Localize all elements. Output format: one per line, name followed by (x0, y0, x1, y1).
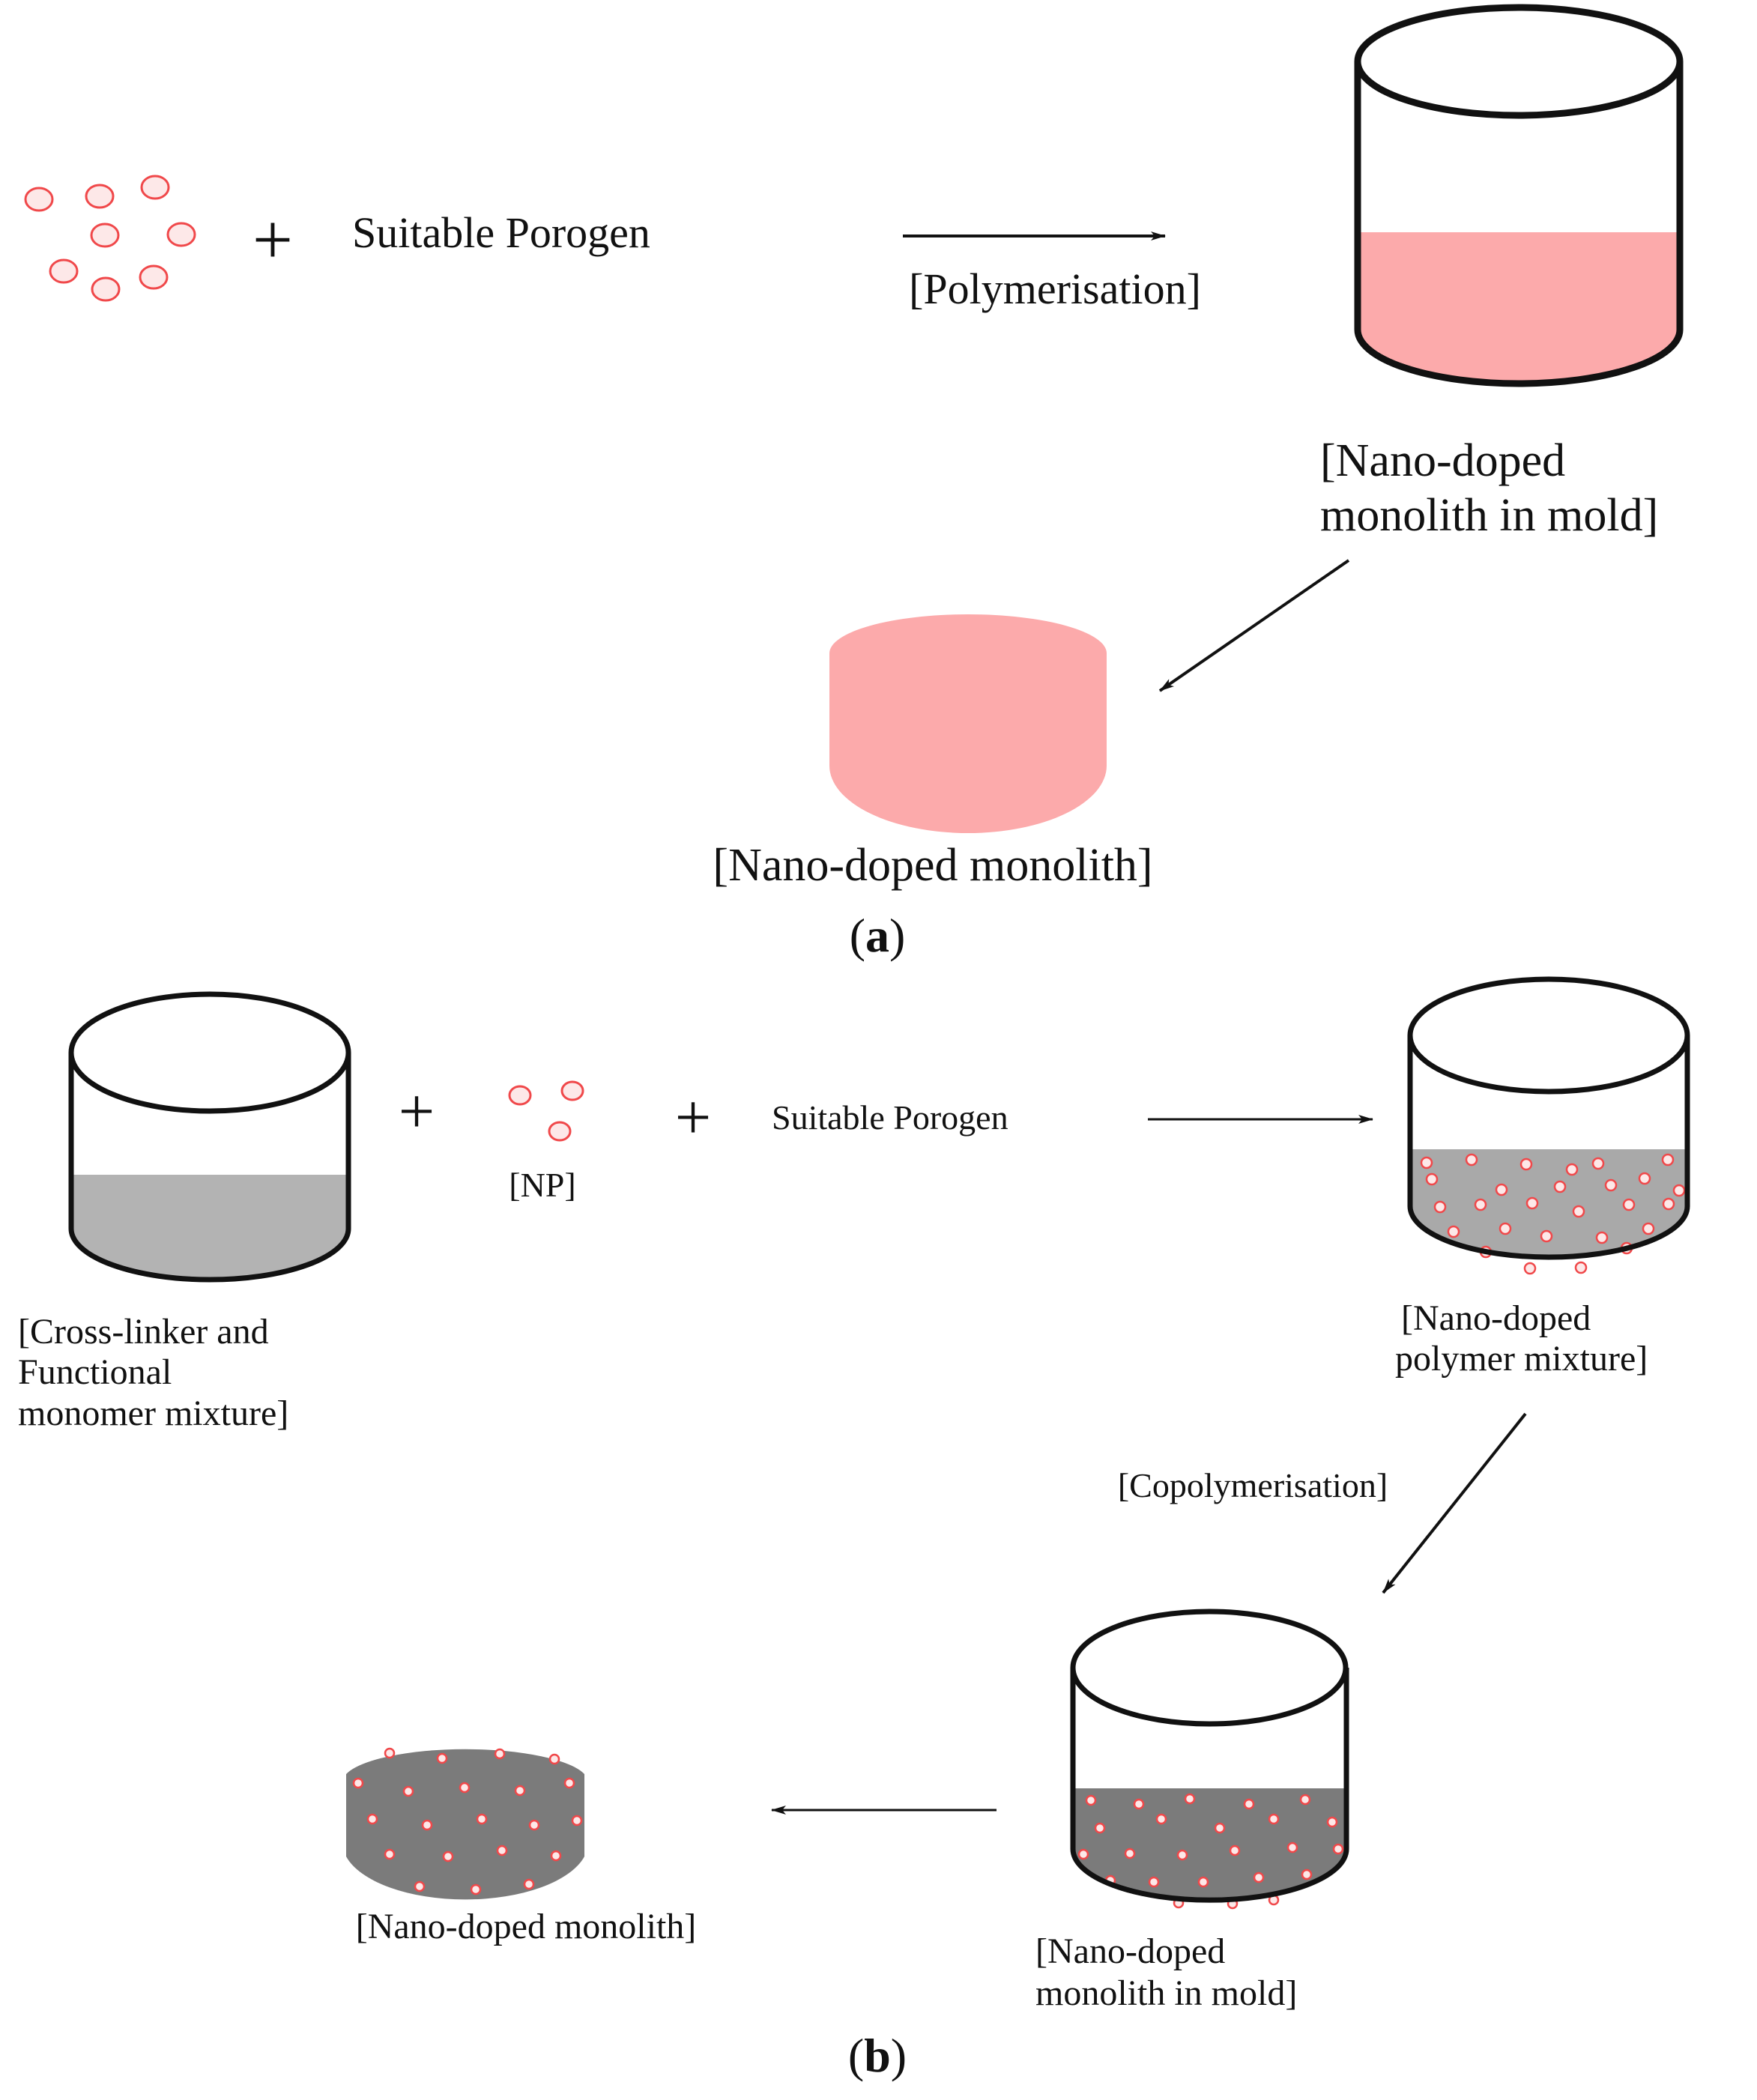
panel-label: (a) (850, 909, 906, 962)
product-label: [Nano-doped monolith] (356, 1907, 697, 1946)
nanoparticle-icon (140, 175, 170, 200)
nanoparticle-icon (85, 184, 115, 209)
plus-sign-icon: + (675, 1081, 712, 1153)
mixture-label-line2: Functional (18, 1352, 172, 1392)
mold-label-line2: monolith in mold] (1320, 490, 1658, 541)
polymer-label-line1: [Nano-doped (1401, 1298, 1591, 1338)
plus-sign-icon: + (252, 199, 293, 279)
mold-label-line1: [Nano-doped (1035, 1931, 1225, 1971)
nanoparticle-icon (49, 258, 79, 284)
mold-label-line2: monolith in mold] (1035, 1973, 1297, 2013)
mixture-label-line3: monomer mixture] (18, 1394, 288, 1433)
nanoparticle-group-b (508, 1080, 584, 1142)
monolith-cylinder-icon (829, 614, 1107, 833)
panel-a: + Suitable Porogen [Polymerisation] [Nan… (24, 4, 1684, 962)
nanoparticle-icon (139, 264, 169, 290)
panel-label: (b) (848, 2029, 907, 2082)
product-label: [Nano-doped monolith] (713, 840, 1152, 891)
nanoparticle-icon (166, 222, 196, 247)
polymer-label-line2: polymer mixture] (1395, 1339, 1648, 1379)
cylinder-vessel-icon (1070, 1609, 1349, 1910)
reaction-arrow-icon (1382, 1412, 1527, 1594)
plus-sign-icon: + (399, 1075, 435, 1147)
nanoparticle-icon (91, 276, 121, 302)
nanoparticle-icon (24, 187, 54, 212)
embedded-nanoparticles (352, 1747, 583, 1895)
cylinder-vessel-icon (68, 991, 351, 1283)
mixture-label-line1: [Cross-linker and (18, 1312, 269, 1352)
porogen-label: Suitable Porogen (772, 1098, 1008, 1137)
cylinder-vessel-icon (1407, 976, 1690, 1275)
nanoparticle-icon (548, 1121, 572, 1142)
reaction-arrow-icon (1158, 559, 1350, 692)
polymerisation-label: [Polymerisation] (909, 264, 1201, 313)
nanoparticle-icon (508, 1085, 532, 1106)
porogen-label: Suitable Porogen (352, 208, 650, 257)
monolith-cylinder-icon (346, 1747, 584, 1900)
np-label: [NP] (509, 1166, 575, 1204)
nanoparticle-icon (90, 223, 120, 248)
panel-b: [Cross-linker and Functional monomer mix… (18, 976, 1690, 2082)
nanoparticle-icon (560, 1080, 584, 1101)
embedded-nanoparticles (1420, 1153, 1686, 1275)
mold-label-line1: [Nano-doped (1320, 435, 1565, 486)
cylinder-vessel-icon (1354, 4, 1684, 387)
nanoparticle-group-a (24, 175, 196, 302)
copolymerisation-label: [Copolymerisation] (1118, 1466, 1388, 1504)
